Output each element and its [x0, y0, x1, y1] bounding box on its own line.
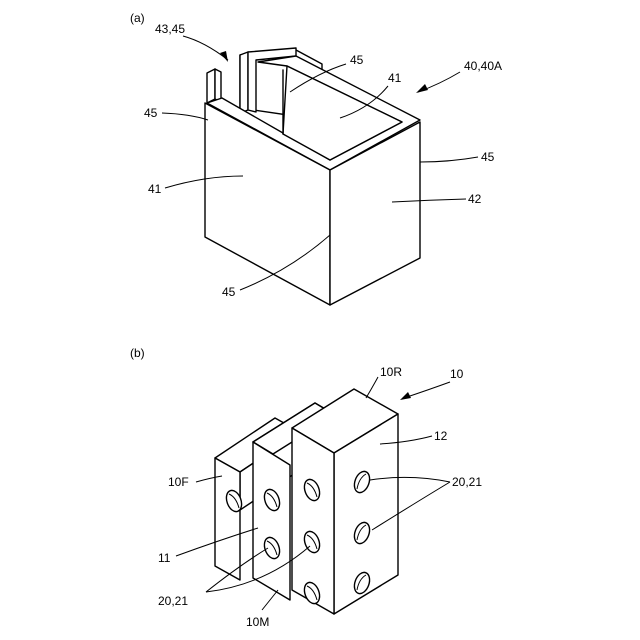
center-fin-front: [240, 52, 248, 113]
leader-10M: [262, 590, 278, 610]
leader-45-left: [162, 113, 208, 120]
left-flange-tab: [207, 69, 215, 103]
label-45-top: 45: [350, 53, 364, 67]
label-45-right: 45: [481, 150, 495, 164]
figure-a: (a): [130, 11, 502, 305]
left-flange-tab-side: [215, 69, 221, 102]
label-40-40A: 40,40A: [464, 59, 502, 73]
leader-45-right: [420, 157, 478, 162]
leader-10R: [366, 377, 378, 398]
label-10: 10: [450, 367, 464, 381]
label-11: 11: [158, 551, 171, 565]
arrowhead-40-40A: [416, 84, 428, 93]
label-45-left: 45: [144, 106, 158, 120]
block-10R: [292, 389, 398, 614]
label-45-bottom: 45: [222, 285, 236, 299]
arrowhead-43-45: [220, 51, 228, 62]
label-20-21-right: 20,21: [452, 475, 482, 489]
label-41-inner: 41: [388, 71, 402, 85]
leader-10: [404, 382, 450, 398]
label-42: 42: [468, 192, 482, 206]
label-12: 12: [434, 429, 448, 443]
figure-b-label: (b): [130, 346, 145, 360]
label-10M: 10M: [246, 615, 269, 629]
figure-b: (b): [130, 346, 482, 629]
label-10F: 10F: [168, 475, 189, 489]
label-10R: 10R: [380, 365, 402, 379]
block-10M-front: [253, 442, 290, 600]
label-41-front: 41: [148, 182, 162, 196]
leader-43-45: [183, 36, 228, 60]
label-20-21-left: 20,21: [158, 594, 188, 608]
arrowhead-10: [400, 392, 411, 400]
label-43-45: 43,45: [155, 22, 185, 36]
figure-a-label: (a): [130, 11, 145, 25]
